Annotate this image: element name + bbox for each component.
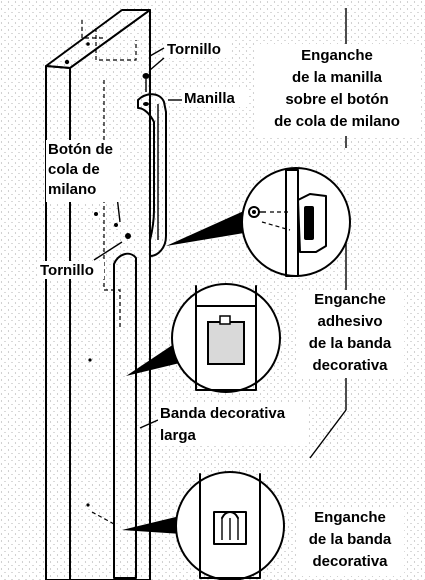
label-enganche-manilla-line2: de la manilla (292, 69, 383, 86)
label-enganche-adhesivo-line2: adhesivo (317, 313, 382, 330)
label-enganche-adhesivo: Enganche adhesivo de la banda decorativa (296, 290, 404, 378)
label-enganche-banda-line2: de la banda (309, 531, 392, 548)
label-banda-larga: Banda decorativa larga (158, 404, 308, 446)
label-banda-larga-line1: Banda decorativa (160, 405, 286, 422)
label-tornillo-left-text: Tornillo (40, 262, 94, 279)
label-banda-larga-line2: larga (160, 427, 197, 444)
label-enganche-manilla-line1: Enganche (301, 47, 373, 64)
label-enganche-manilla: Enganche de la manilla sobre el botón de… (255, 44, 421, 136)
callout-wedge-1 (166, 210, 250, 246)
label-enganche-banda: Enganche de la banda decorativa (296, 508, 404, 576)
screw-top (142, 57, 165, 92)
detail-circle-adhesive-hook (171, 283, 281, 393)
detail-circle-handle-hook (241, 167, 351, 277)
detail-circle-strip-hook (175, 471, 285, 580)
callout-wedge-3 (122, 516, 182, 534)
label-tornillo-top-text: Tornillo (167, 41, 221, 58)
label-enganche-adhesivo-line3: de la banda (309, 335, 392, 352)
decorative-strip (86, 252, 137, 579)
label-boton-cola: Botón de cola de milano (46, 140, 120, 202)
label-manilla-text: Manilla (184, 90, 236, 107)
label-enganche-adhesivo-line4: decorativa (312, 357, 388, 374)
label-enganche-banda-line1: Enganche (314, 509, 386, 526)
label-tornillo-top: Tornillo (165, 40, 231, 58)
label-enganche-manilla-line3: sobre el botón (285, 91, 388, 108)
label-enganche-adhesivo-line1: Enganche (314, 291, 386, 308)
label-boton-cola-line2: cola de (48, 161, 100, 178)
label-boton-cola-line3: milano (48, 181, 96, 198)
callout-wedge-2 (126, 340, 184, 376)
label-tornillo-left: Tornillo (38, 261, 104, 279)
label-manilla: Manilla (182, 89, 248, 107)
label-enganche-banda-line3: decorativa (312, 553, 388, 570)
handle (137, 93, 167, 257)
label-boton-cola-line1: Botón de (48, 141, 113, 158)
label-enganche-manilla-line4: de cola de milano (274, 113, 400, 130)
